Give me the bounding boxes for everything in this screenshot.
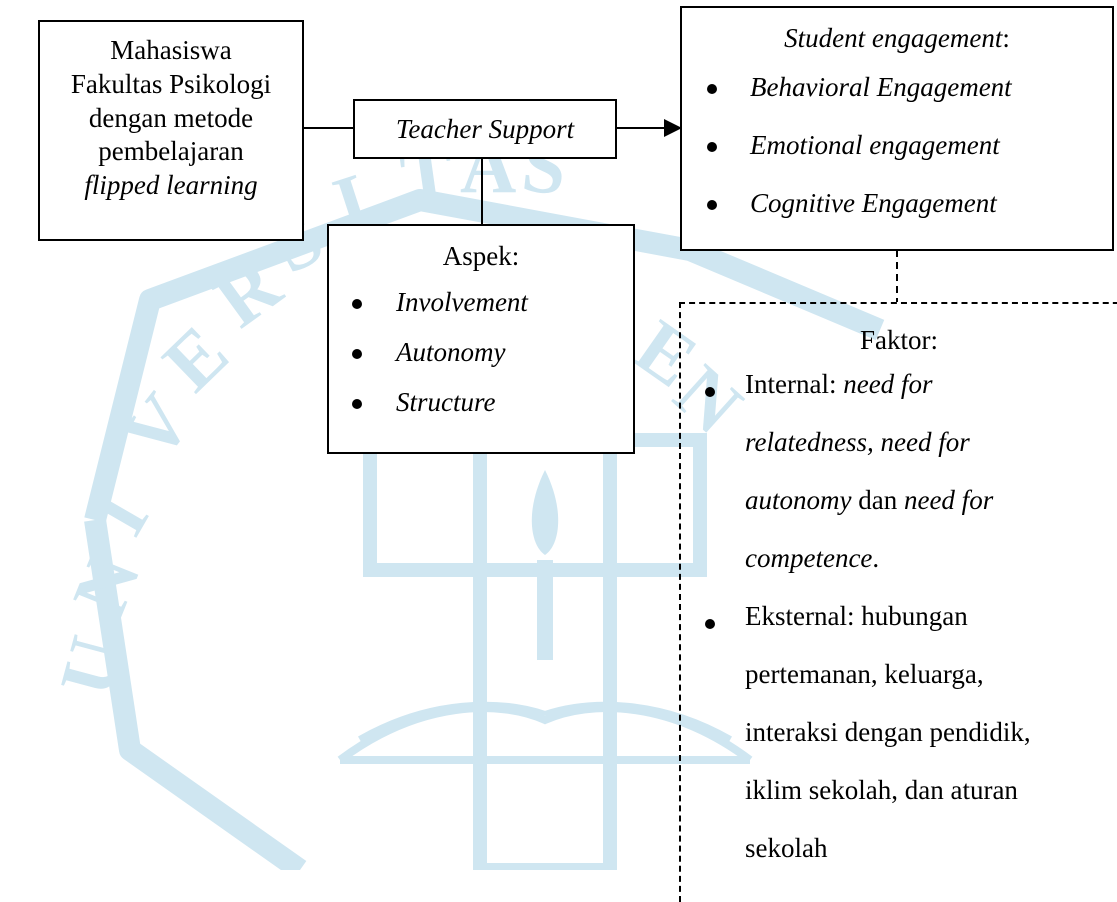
engagement-title-colon: : — [1002, 23, 1010, 53]
aspek-item-autonomy: Autonomy — [329, 336, 633, 386]
internal-seg3: autonomy — [745, 485, 852, 515]
teacher-support-box: Teacher Support — [353, 99, 617, 159]
internal-seg7: . — [872, 543, 880, 573]
arrowhead-icon — [664, 119, 682, 137]
internal-seg6: competence — [745, 543, 873, 573]
connector-teacher-aspek — [481, 158, 483, 224]
connector-students-teacher — [303, 127, 355, 129]
watermark-letter: N — [55, 542, 157, 627]
faktor-internal: Internal: need for relatedness, need for… — [745, 368, 1117, 600]
external-line-1: Eksternal: hubungan — [745, 601, 968, 631]
internal-label: Internal: — [745, 369, 844, 399]
external-line-3: interaksi dengan pendidik, — [745, 717, 1031, 747]
internal-seg2: relatedness, need for — [745, 427, 970, 457]
watermark-letter: U — [42, 627, 141, 704]
aspek-title: Aspek: — [442, 241, 520, 271]
external-line-5: sekolah — [745, 833, 828, 863]
engagement-title: Student engagement: — [682, 22, 1112, 56]
teacher-support-label: Teacher Support — [395, 114, 575, 144]
faktor-external: Eksternal: hubungan pertemanan, keluarga… — [745, 600, 1117, 890]
external-line-4: iklim sekolah, dan aturan — [745, 775, 1018, 805]
internal-seg1: need for — [843, 369, 933, 399]
students-line-1: Mahasiswa — [110, 35, 232, 65]
open-book-icon — [337, 701, 753, 764]
seal-pentagon-outline — [84, 189, 885, 870]
aspek-box: Aspek: Involvement Autonomy Structure — [327, 224, 635, 454]
faktor-title: Faktor: — [860, 325, 938, 355]
students-line-3: dengan metode — [88, 102, 254, 133]
faktor-external-bullet — [705, 619, 715, 629]
engagement-item-emotional: Emotional engagement — [682, 129, 1112, 187]
students-box: Mahasiswa Fakultas Psikologi dengan meto… — [38, 20, 304, 241]
aspek-list: Involvement Autonomy Structure — [329, 286, 633, 436]
aspek-item-structure: Structure — [329, 386, 633, 436]
watermark-letter: E — [146, 309, 244, 408]
internal-seg5: need for — [903, 485, 994, 515]
candle-flame-icon — [531, 470, 559, 660]
faktor-box: Faktor: Internal: need for relatedness, … — [679, 302, 1117, 902]
external-line-2: pertemanan, keluarga, — [745, 659, 984, 689]
students-line-4: pembelajaran — [98, 136, 244, 167]
connector-engagement-faktor — [896, 250, 898, 302]
student-engagement-box: Student engagement: Behavioral Engagemen… — [680, 6, 1114, 251]
engagement-list: Behavioral Engagement Emotional engageme… — [682, 71, 1112, 245]
connector-teacher-engagement — [616, 127, 670, 129]
faktor-internal-bullet — [705, 387, 715, 397]
engagement-item-behavioral: Behavioral Engagement — [682, 71, 1112, 129]
engagement-title-text: Student engagement — [784, 23, 1003, 53]
engagement-item-cognitive: Cognitive Engagement — [682, 187, 1112, 245]
internal-seg4: dan — [851, 485, 904, 515]
aspek-item-involvement: Involvement — [329, 286, 633, 336]
students-line-2: Fakultas Psikologi — [70, 68, 272, 99]
students-line-5: flipped learning — [84, 170, 258, 200]
